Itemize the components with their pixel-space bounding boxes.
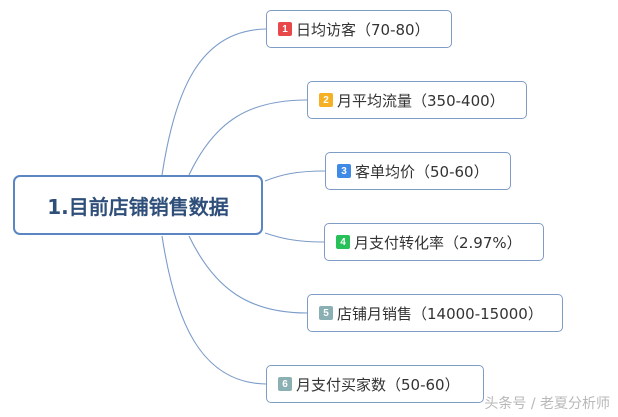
- subtopic-conversion-rate[interactable]: 4 月支付转化率（2.97%）: [324, 223, 544, 261]
- link-5: [188, 235, 308, 314]
- link-6: [161, 235, 267, 385]
- priority-2-icon: 2: [319, 93, 333, 107]
- watermark: 头条号 / 老夏分析师: [484, 396, 610, 412]
- subtopic-label: 店铺月销售（14000-15000）: [337, 304, 543, 323]
- priority-1-icon: 1: [278, 22, 292, 36]
- subtopic-label: 月平均流量（350-400）: [337, 91, 505, 110]
- subtopic-label: 月支付转化率（2.97%）: [354, 233, 522, 252]
- priority-3-icon: 3: [337, 164, 351, 178]
- subtopic-monthly-sales[interactable]: 5 店铺月销售（14000-15000）: [307, 294, 563, 332]
- priority-4-icon: 4: [336, 235, 350, 249]
- subtopic-label: 月支付买家数（50-60）: [296, 375, 460, 394]
- subtopic-label: 客单均价（50-60）: [355, 162, 489, 181]
- link-1: [161, 28, 267, 176]
- subtopic-monthly-buyers[interactable]: 6 月支付买家数（50-60）: [266, 365, 484, 403]
- subtopic-label: 日均访客（70-80）: [296, 20, 430, 39]
- priority-5-icon: 5: [319, 306, 333, 320]
- central-topic-title: 1.目前店铺销售数据: [47, 194, 229, 219]
- subtopic-avg-order-value[interactable]: 3 客单均价（50-60）: [325, 152, 511, 190]
- central-topic[interactable]: 1.目前店铺销售数据: [13, 175, 263, 235]
- subtopic-monthly-traffic[interactable]: 2 月平均流量（350-400）: [307, 81, 527, 119]
- subtopic-daily-visitors[interactable]: 1 日均访客（70-80）: [266, 10, 452, 48]
- link-2: [188, 99, 308, 176]
- link-3: [264, 170, 326, 182]
- link-4: [264, 232, 325, 243]
- priority-6-icon: 6: [278, 377, 292, 391]
